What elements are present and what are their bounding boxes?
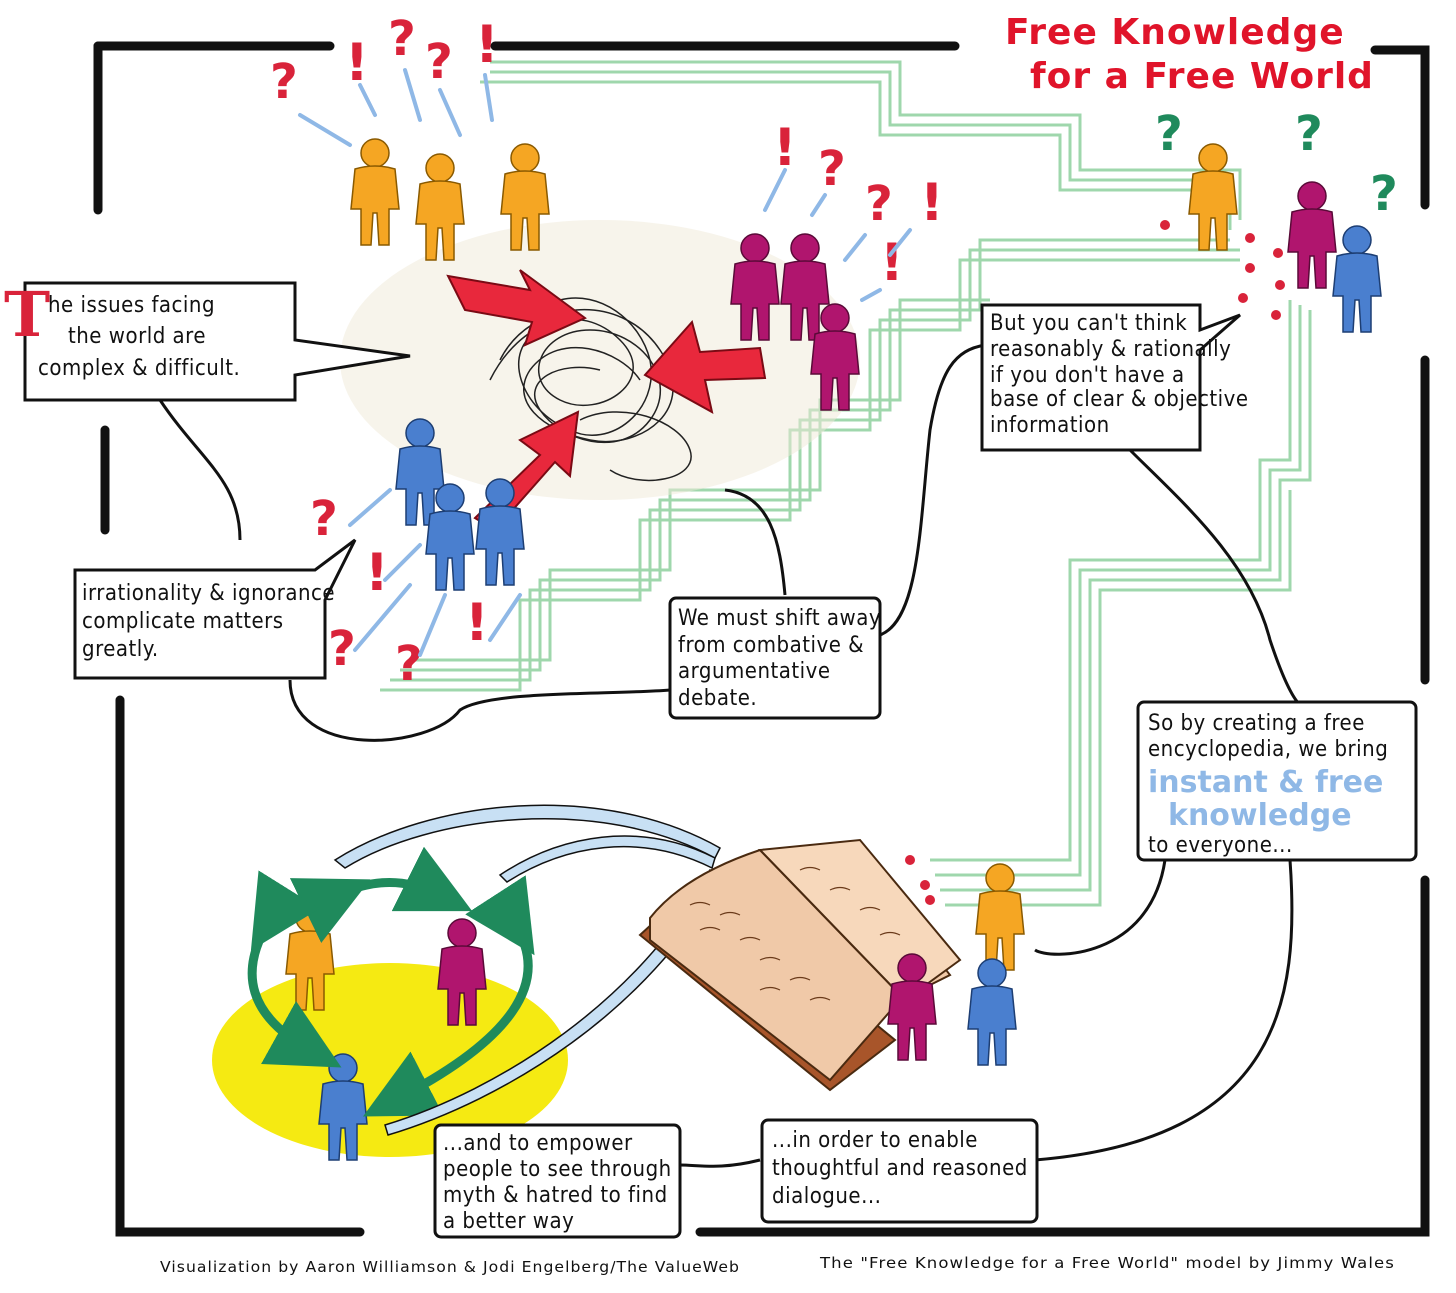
reasonably-line-1: But you can't think xyxy=(990,311,1187,336)
reasonably-line-5: information xyxy=(990,413,1110,438)
bubble-shift: We must shift away from combative & argu… xyxy=(670,598,881,718)
encyclopedia-line-2: encyclopedia, we bring xyxy=(1148,737,1388,762)
question-mark: ? xyxy=(1155,106,1183,162)
issues-first-letter: T xyxy=(4,278,50,351)
credit-left: Visualization by Aaron Williamson & Jodi… xyxy=(160,1258,740,1276)
empower-line-4: a better way xyxy=(443,1209,574,1234)
bubble-dialogue: ...in order to enable thoughtful and rea… xyxy=(762,1120,1037,1222)
encyclopedia-highlight-1: instant & free xyxy=(1148,765,1383,800)
empower-line-3: myth & hatred to find xyxy=(443,1183,668,1208)
exclamation-mark: ! xyxy=(345,33,369,93)
exclamation-mark: ! xyxy=(465,593,489,653)
question-mark: ? xyxy=(818,141,846,197)
shift-line-1: We must shift away xyxy=(678,606,881,631)
question-mark: ? xyxy=(1295,106,1323,162)
reasonably-line-4: base of clear & objective xyxy=(990,387,1249,412)
question-mark: ? xyxy=(270,54,298,110)
title-line-2: for a Free World xyxy=(1030,56,1374,97)
exclamation-mark: ! xyxy=(475,15,499,75)
question-mark: ? xyxy=(328,621,356,677)
question-mark: ? xyxy=(425,34,453,90)
dialogue-line-3: dialogue... xyxy=(772,1184,881,1209)
dialogue-line-2: thoughtful and reasoned xyxy=(772,1156,1028,1181)
irrationality-line-3: greatly. xyxy=(82,637,159,662)
question-mark: ? xyxy=(388,11,416,67)
question-mark: ? xyxy=(865,176,893,232)
main-title: Free Knowledge for a Free World xyxy=(1005,12,1374,97)
question-mark: ? xyxy=(310,491,338,547)
credit-right: The "Free Knowledge for a Free World" mo… xyxy=(819,1254,1395,1272)
issues-line-1: he issues facing xyxy=(48,293,215,318)
title-line-1: Free Knowledge xyxy=(1005,12,1345,53)
bubble-encyclopedia: So by creating a free encyclopedia, we b… xyxy=(1138,702,1416,860)
encyclopedia-line-1: So by creating a free xyxy=(1148,711,1365,736)
encyclopedia-end-line: to everyone... xyxy=(1148,833,1293,858)
encyclopedia-highlight-2: knowledge xyxy=(1168,798,1352,833)
exclamation-mark: ! xyxy=(920,173,944,233)
reasonably-line-3: if you don't have a xyxy=(990,363,1185,388)
reasonably-line-2: reasonably & rationally xyxy=(990,337,1231,362)
bubble-reasonably: But you can't think reasonably & rationa… xyxy=(982,305,1249,450)
orange-group-top xyxy=(351,139,549,260)
shift-line-2: from combative & xyxy=(678,633,864,658)
empower-line-2: people to see through xyxy=(443,1157,672,1182)
bubble-empower: ...and to empower people to see through … xyxy=(435,1125,680,1237)
irrationality-line-2: complicate matters xyxy=(82,609,284,634)
group-top-right xyxy=(1189,144,1381,332)
book-readers xyxy=(888,864,1024,1065)
question-mark: ? xyxy=(395,636,423,692)
dialogue-line-1: ...in order to enable xyxy=(772,1128,978,1153)
issues-line-3: complex & difficult. xyxy=(38,356,240,381)
shift-line-4: debate. xyxy=(678,686,757,711)
bubble-irrationality: irrationality & ignorance complicate mat… xyxy=(75,540,355,678)
empower-line-1: ...and to empower xyxy=(443,1131,633,1156)
exclamation-mark: ! xyxy=(365,543,389,603)
shift-line-3: argumentative xyxy=(678,659,831,684)
question-mark: ? xyxy=(1370,166,1398,222)
irrationality-line-1: irrationality & ignorance xyxy=(82,581,335,606)
issues-line-2: the world are xyxy=(68,324,206,349)
